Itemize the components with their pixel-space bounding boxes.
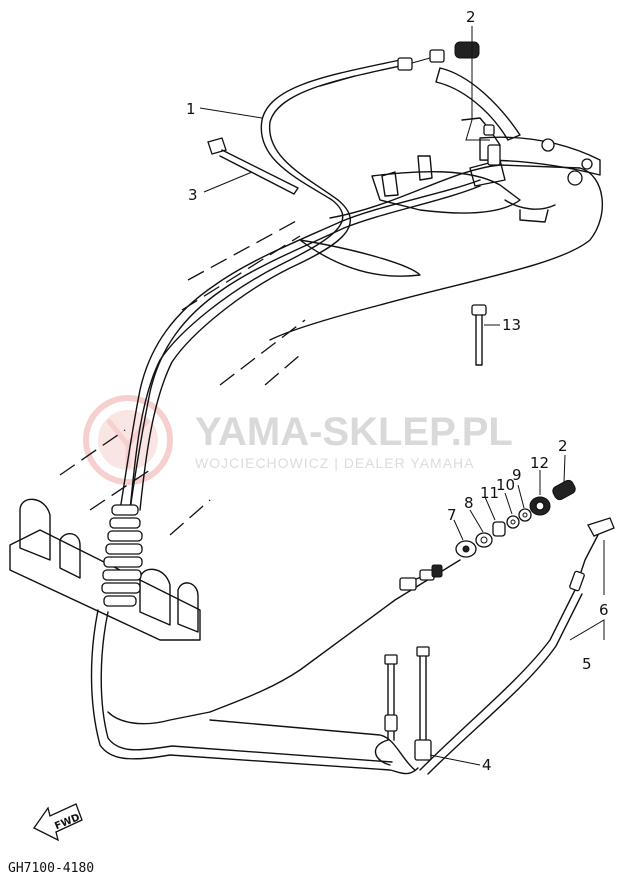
label-part-8: 8 [464, 494, 474, 512]
top-cable-end [319, 41, 480, 87]
label-part-2-top: 2 [466, 8, 476, 26]
washer-8 [475, 532, 493, 548]
label-part-2-right: 2 [558, 437, 568, 455]
cable-routing [90, 59, 583, 775]
label-part-3: 3 [188, 186, 198, 204]
diagram-code: GH7100-4180 [8, 861, 94, 876]
cable-tie-3 [207, 137, 299, 195]
label-part-1: 1 [186, 100, 196, 118]
cable-ends-4 [374, 646, 432, 766]
label-part-10: 10 [496, 476, 515, 494]
fwd-arrow-icon [33, 803, 83, 842]
label-part-6: 6 [599, 601, 609, 619]
adjuster-2-lower [552, 479, 576, 501]
cable-tie-13 [471, 304, 487, 366]
yamaha-logo-icon [83, 395, 173, 485]
nozzle-mount [9, 498, 201, 641]
label-part-13: 13 [502, 316, 521, 334]
hull-outline [59, 219, 306, 536]
cable-6-end [569, 517, 615, 592]
fwd-arrow-badge: FWD [33, 803, 83, 842]
part-labels: 1 2 3 4 5 6 7 8 9 10 11 12 13 2 [186, 8, 609, 774]
upper-connector [461, 117, 501, 166]
watermark-dealer: WOJCIECHOWICZ | DEALER YAMAHA [195, 455, 474, 471]
hardware-stack [399, 479, 576, 591]
nut-12 [529, 496, 551, 516]
watermark-brand: YAMA-SKLEP.PL [195, 410, 513, 454]
label-part-12: 12 [530, 454, 549, 472]
washer-9 [518, 508, 532, 522]
label-part-4: 4 [482, 756, 492, 774]
label-part-7: 7 [447, 506, 457, 524]
nut-7 [455, 540, 477, 558]
steering-area [269, 67, 604, 341]
label-part-11: 11 [480, 484, 499, 502]
watermark: YAMA-SKLEP.PL WOJCIECHOWICZ | DEALER YAM… [83, 395, 513, 485]
label-part-9: 9 [512, 466, 522, 484]
bellows-boot [101, 504, 143, 607]
leader-lines [199, 26, 605, 766]
sleeve-11 [492, 521, 506, 537]
washer-10 [506, 515, 520, 529]
label-part-5: 5 [582, 655, 592, 673]
